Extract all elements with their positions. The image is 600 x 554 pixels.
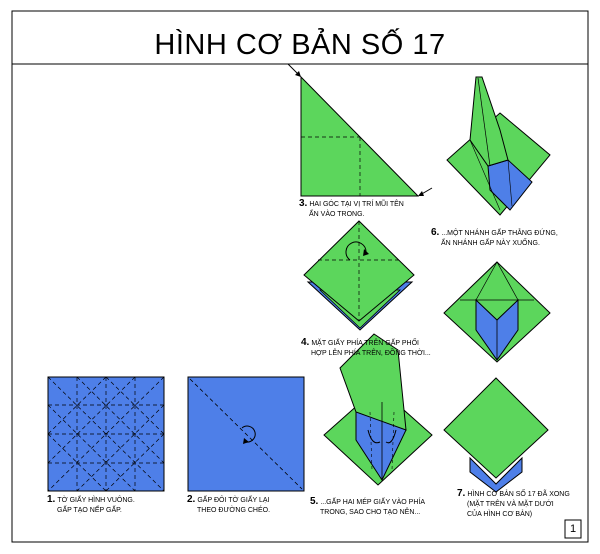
step-2-line2: THEO ĐƯỜNG CHÉO. <box>197 507 271 514</box>
step-4-illustration <box>303 220 415 331</box>
step-7-caption: 7.HÌNH CƠ BẢN SỐ 17 ĐÃ XONG (MẶT TRÊN VÀ… <box>457 489 570 520</box>
step-2-illustration <box>187 376 305 492</box>
step-1-illustration <box>47 376 165 492</box>
step-1-line1: TỜ GIẤY HÌNH VUÔNG. <box>57 497 135 504</box>
step-6-line2: ẤN NHÁNH GẤP NÀY XUỐNG. <box>441 240 540 247</box>
step-3-number: 3. <box>299 198 308 209</box>
step-6-number: 6. <box>431 227 440 238</box>
step-7-line2: (MẶT TRÊN VÀ MẶT DƯỚI <box>467 501 554 508</box>
step-7-illustration <box>443 377 549 493</box>
step-6-caption: 6....MỘT NHÁNH GẤP THẲNG ĐỨNG, ẤN NHÁNH … <box>431 228 558 249</box>
step-1-line2: GẤP TẠO NẾP GẤP. <box>57 507 122 514</box>
step-3-line2: ẤN VÀO TRONG. <box>309 211 365 218</box>
step-2-caption: 2.GẤP ĐÔI TỜ GIẤY LẠI THEO ĐƯỜNG CHÉO. <box>187 495 270 516</box>
step-3-line1: HAI GÓC TẠI VỊ TRÍ MŨI TÊN <box>309 201 404 208</box>
step-5-number: 5. <box>310 496 319 507</box>
step-7-line3: CỦA HÌNH CƠ BẢN) <box>467 511 533 518</box>
step-1-caption: 1.TỜ GIẤY HÌNH VUÔNG. GẤP TẠO NẾP GẤP. <box>47 495 135 516</box>
step-3-illustration <box>287 63 433 197</box>
step-5-line1: ...GẤP HAI MÉP GIẤY VÀO PHÍA <box>320 499 425 506</box>
step-3-caption: 3.HAI GÓC TẠI VỊ TRÍ MŨI TÊN ẤN VÀO TRON… <box>299 199 404 220</box>
page-number: 1 <box>569 523 577 535</box>
step-2-number: 2. <box>187 494 196 505</box>
page-number-box <box>564 519 582 539</box>
step-5-caption: 5....GẤP HAI MÉP GIẤY VÀO PHÍA TRONG, SA… <box>310 497 425 518</box>
step-5-line2: TRONG, SAO CHO TẠO NÊN... <box>320 509 421 516</box>
step-6-result-illustration <box>443 261 551 363</box>
step-7-number: 7. <box>457 488 466 499</box>
step-6-line1: ...MỘT NHÁNH GẤP THẲNG ĐỨNG, <box>441 230 558 237</box>
page-frame <box>11 10 589 543</box>
step-7-line1: HÌNH CƠ BẢN SỐ 17 ĐÃ XONG <box>467 491 570 498</box>
page-title: HÌNH CƠ BẢN SỐ 17 <box>154 29 446 61</box>
step-4-number: 4. <box>301 337 310 348</box>
step-6-illustration <box>446 76 551 216</box>
step-4-caption: 4.MẶT GIẤY PHÍA TRÊN GẤP PHỐI HỢP LÊN PH… <box>301 338 431 359</box>
step-5-illustration <box>323 333 433 486</box>
step-4-line1: MẶT GIẤY PHÍA TRÊN GẤP PHỐI <box>311 340 419 347</box>
step-4-line2: HỢP LÊN PHÍA TRÊN, ĐỒNG THỜI... <box>311 350 431 357</box>
step-1-number: 1. <box>47 494 56 505</box>
step-2-line1: GẤP ĐÔI TỜ GIẤY LẠI <box>197 497 270 504</box>
